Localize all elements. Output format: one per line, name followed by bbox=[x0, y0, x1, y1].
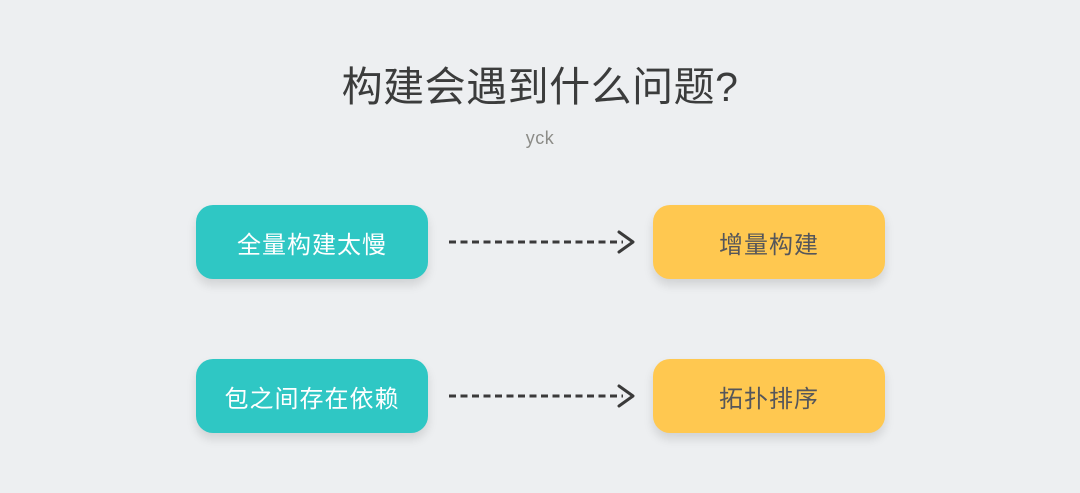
problem-node-label: 全量构建太慢 bbox=[237, 231, 387, 259]
dashed-arrow-icon bbox=[449, 230, 635, 254]
solution-node-incremental-build: 增量构建 bbox=[653, 205, 885, 279]
problem-node-label: 包之间存在依赖 bbox=[224, 385, 400, 413]
problem-node-full-build-slow: 全量构建太慢 bbox=[196, 205, 428, 279]
author-label: yck bbox=[525, 128, 555, 148]
solution-node-label: 拓扑排序 bbox=[719, 385, 819, 413]
page-title: 构建会遇到什么问题? bbox=[341, 64, 739, 110]
problem-node-package-dependencies: 包之间存在依赖 bbox=[196, 359, 428, 433]
solution-node-topological-sort: 拓扑排序 bbox=[653, 359, 885, 433]
solution-node-label: 增量构建 bbox=[719, 231, 819, 259]
dashed-arrow-icon bbox=[449, 384, 635, 408]
